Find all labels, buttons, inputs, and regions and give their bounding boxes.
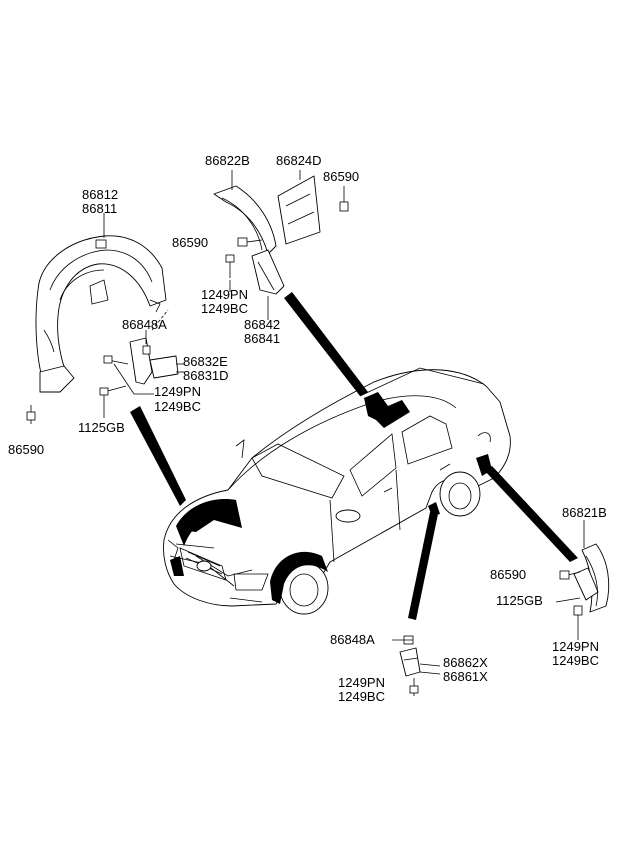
part-label-1125gb-front: 1125GB: [78, 420, 125, 435]
part-label-1125gb-right: 1125GB: [496, 593, 543, 608]
part-label-86848a-bottom: 86848A: [330, 632, 375, 647]
front-guard-screw: [26, 405, 36, 424]
part-label-1249bc-bottom: 1249BC: [338, 689, 385, 704]
part-label-1249bc-right: 1249BC: [552, 653, 599, 668]
part-label-86590-front: 86590: [8, 442, 45, 457]
part-label-86590-mid: 86590: [172, 235, 209, 250]
part-label-86811: 86811: [82, 201, 118, 216]
part-label-86822b: 86822B: [205, 153, 250, 168]
rear-wheel-guard-top: [213, 175, 349, 255]
rear-mud-guard-top: [225, 249, 285, 295]
callout-top: [284, 292, 368, 396]
part-label-86831d: 86831D: [183, 368, 229, 383]
front-wheel-guard: [35, 235, 167, 393]
part-label-86861x: 86861X: [443, 669, 488, 684]
front-bracket-screws: [99, 355, 129, 396]
front-wheel: [279, 561, 329, 615]
sedan-car-body: [163, 367, 511, 607]
side-bracket-bottom: [392, 635, 441, 696]
grille-and-headlamps: [167, 539, 269, 603]
callout-front: [130, 406, 186, 506]
part-label-86842: 86842: [244, 317, 281, 332]
part-label-1249pn-bottom: 1249PN: [338, 675, 385, 690]
part-label-86862x: 86862X: [443, 655, 488, 670]
callout-bottom: [408, 512, 438, 620]
part-label-86824d: 86824D: [276, 153, 322, 168]
part-label-86812: 86812: [82, 187, 119, 202]
part-label-1249bc-top: 1249BC: [201, 301, 248, 316]
front-leader-lines: [103, 213, 184, 418]
callout-right: [484, 466, 578, 562]
part-label-86848a-front: 86848A: [122, 317, 167, 332]
part-label-1249pn-front: 1249PN: [154, 384, 201, 399]
front-guard-highlight: [170, 499, 328, 604]
part-label-86821b: 86821B: [562, 505, 607, 520]
rear-wheel-guard-right: [555, 520, 610, 640]
top-leader-lines: [229, 170, 345, 320]
rear-wheel: [439, 471, 481, 517]
front-mud-guard-bracket: [129, 337, 179, 385]
part-label-86832e: 86832E: [183, 354, 228, 369]
part-label-86590-top: 86590: [323, 169, 360, 184]
part-label-1249bc-front: 1249BC: [154, 399, 201, 414]
part-label-1249pn-top: 1249PN: [201, 287, 248, 302]
part-label-86841: 86841: [244, 331, 281, 346]
part-label-1249pn-right: 1249PN: [552, 639, 599, 654]
part-label-86590-right: 86590: [490, 567, 527, 582]
